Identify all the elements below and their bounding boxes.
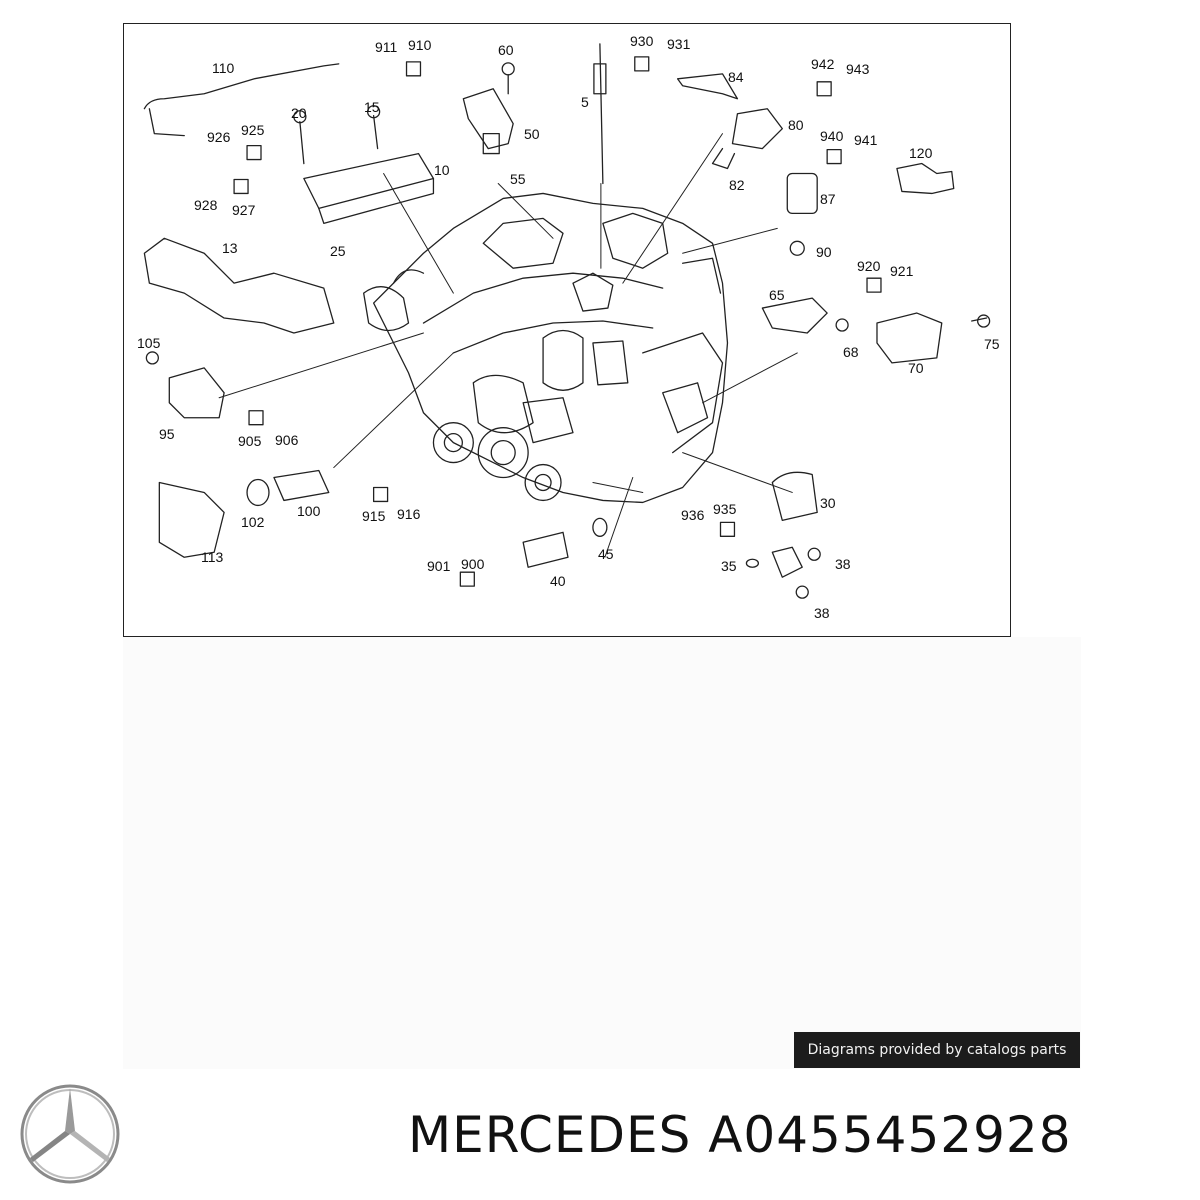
callout-911: 911 — [375, 39, 398, 55]
callout-38-upper: 38 — [835, 556, 851, 572]
mercedes-star-logo — [18, 1082, 122, 1186]
callout-68: 68 — [843, 344, 859, 360]
callout-931: 931 — [667, 36, 691, 52]
mercedes-star-icon — [20, 1084, 120, 1184]
callout-120: 120 — [909, 145, 933, 161]
sensor-95-drawing — [168, 367, 225, 419]
callout-45: 45 — [598, 546, 614, 562]
callout-55: 55 — [510, 171, 526, 187]
callout-941: 941 — [854, 132, 878, 148]
callout-40: 40 — [550, 573, 566, 589]
sensor-120-drawing — [896, 162, 955, 195]
brand-part-number: MERCEDES A0455452928 — [408, 1106, 1072, 1164]
glow-plug-drawing — [599, 43, 604, 185]
callout-927: 927 — [232, 202, 256, 218]
callout-75: 75 — [984, 336, 1000, 352]
callout-50: 50 — [524, 126, 540, 142]
callout-935: 935 — [713, 501, 737, 517]
callout-901: 901 — [427, 558, 451, 574]
sensor-80-drawing — [731, 108, 783, 150]
callout-82: 82 — [729, 177, 745, 193]
sensor-50-drawing — [462, 88, 514, 150]
callout-910: 910 — [408, 37, 432, 53]
callout-87: 87 — [820, 191, 836, 207]
callout-95: 95 — [159, 426, 175, 442]
callout-70: 70 — [908, 360, 924, 376]
callout-13: 13 — [222, 240, 238, 256]
sensor-40-drawing — [522, 531, 569, 568]
bracket-113-drawing — [158, 481, 225, 558]
leader-lines — [218, 133, 798, 558]
engine-block-drawing — [363, 192, 729, 504]
callout-925: 925 — [241, 122, 265, 138]
callout-905: 905 — [238, 433, 262, 449]
callout-906: 906 — [275, 432, 299, 448]
callout-113: 113 — [201, 549, 224, 565]
engine-exploded-view — [143, 43, 991, 599]
callout-943: 943 — [846, 61, 870, 77]
module-10-drawing — [303, 152, 435, 210]
sensor-65-drawing — [761, 297, 828, 334]
cover-70-drawing — [876, 312, 943, 364]
callout-65: 65 — [769, 287, 785, 303]
callout-84: 84 — [728, 69, 744, 85]
callout-110: 110 — [212, 60, 235, 76]
callout-102: 102 — [241, 514, 265, 530]
parts-diagram: 110 911 910 60 930 931 84 942 943 5 50 8… — [123, 23, 1011, 637]
callout-936: 936 — [681, 507, 705, 523]
callout-35: 35 — [721, 558, 737, 574]
callout-900: 900 — [461, 556, 485, 572]
sensor-100-drawing — [273, 469, 330, 502]
callout-921: 921 — [890, 263, 914, 279]
callout-38-lower: 38 — [814, 605, 830, 621]
callout-920: 920 — [857, 258, 881, 274]
callout-80: 80 — [788, 117, 804, 133]
diagram-lower-panel — [123, 637, 1081, 1069]
sensor-30-drawing — [771, 471, 818, 522]
callout-20: 20 — [291, 105, 307, 121]
callout-90: 90 — [816, 244, 832, 260]
connector-icons — [233, 56, 882, 587]
bracket-13-drawing — [143, 237, 335, 334]
bracket-84-drawing — [676, 73, 739, 100]
callout-100: 100 — [297, 503, 321, 519]
callout-915: 915 — [362, 508, 386, 524]
callout-930: 930 — [630, 33, 654, 49]
callout-940: 940 — [820, 128, 844, 144]
callout-15: 15 — [364, 99, 380, 115]
callout-25: 25 — [330, 243, 346, 259]
sensor-110-drawing — [143, 63, 340, 110]
callout-916: 916 — [397, 506, 421, 522]
callout-30: 30 — [820, 495, 836, 511]
callout-942: 942 — [811, 56, 835, 72]
callout-60: 60 — [498, 42, 514, 58]
callout-926: 926 — [207, 129, 231, 145]
callout-10: 10 — [434, 162, 450, 178]
diagram-caption: Diagrams provided by catalogs parts — [794, 1032, 1080, 1068]
o-ring-102-drawing — [246, 478, 270, 507]
sensor-87-drawing — [786, 172, 818, 215]
callout-5: 5 — [581, 94, 589, 110]
callout-105: 105 — [137, 335, 161, 351]
callout-928: 928 — [194, 197, 218, 213]
